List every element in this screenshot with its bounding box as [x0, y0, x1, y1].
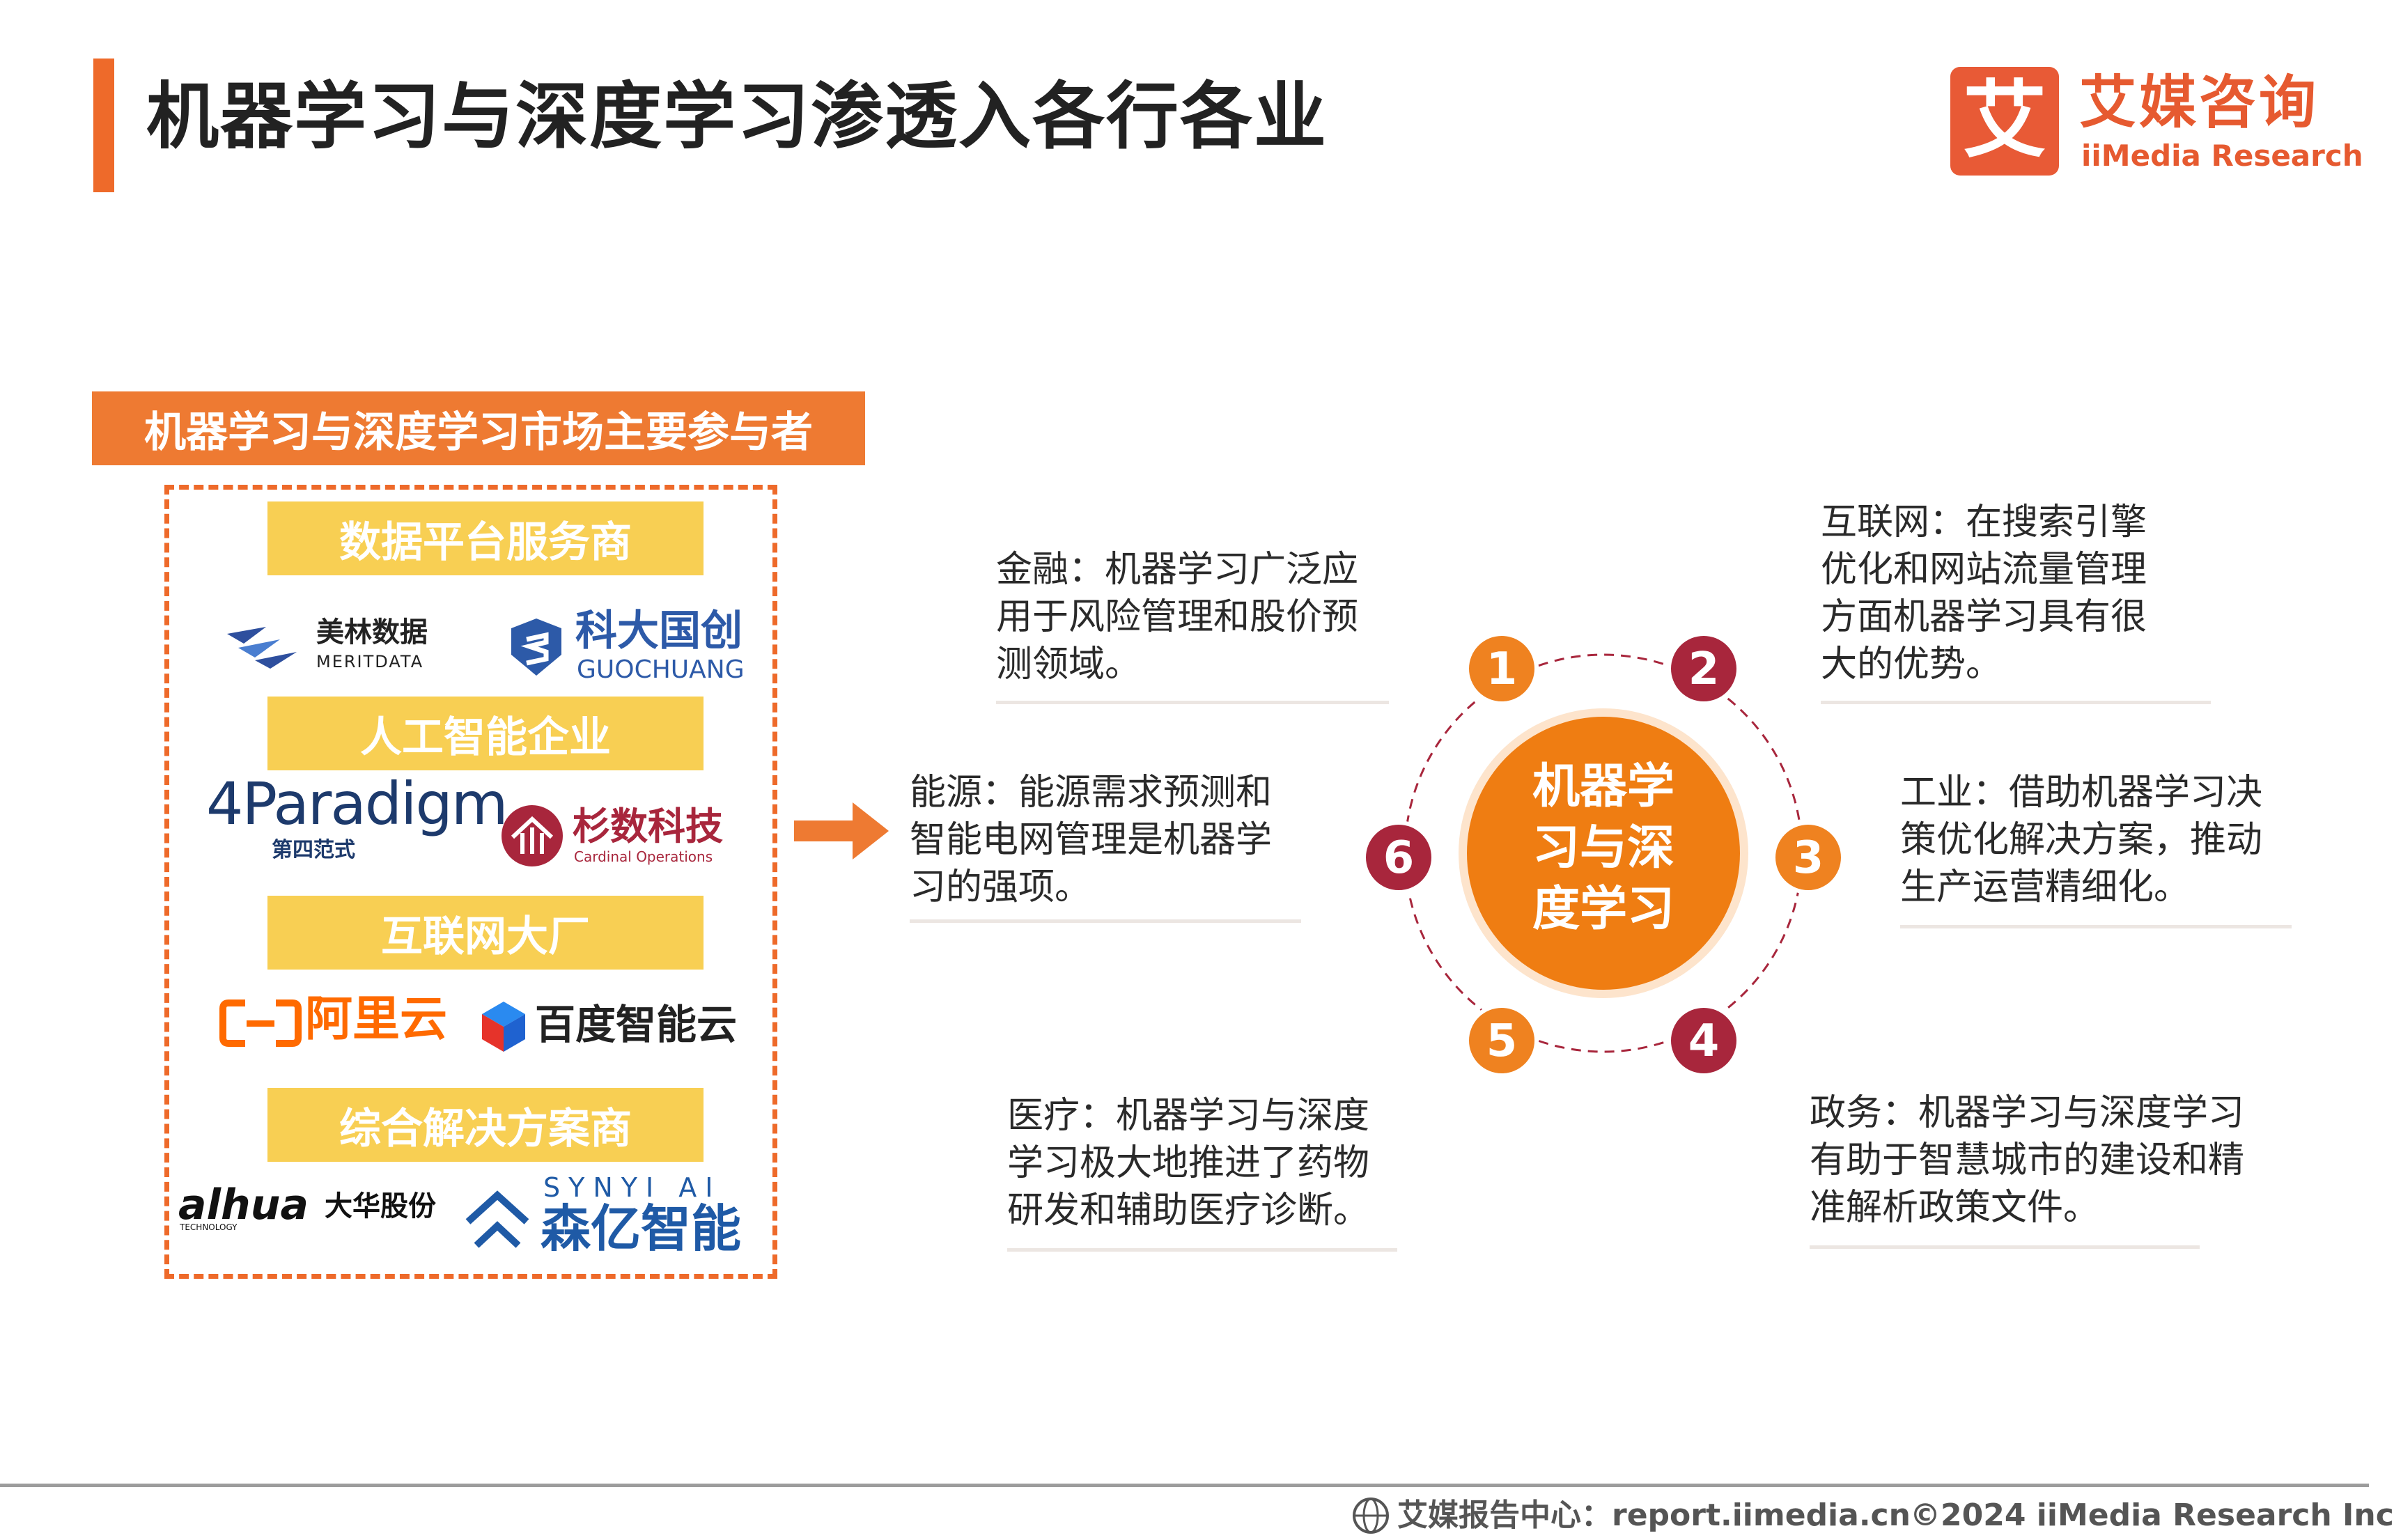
- meritdata-logo-icon: [227, 627, 297, 669]
- desc-energy: 能源：能源需求预测和 智能电网管理是机器学 习的强项。: [910, 769, 1272, 911]
- desc-medical-line: 研发和辅助医疗诊断。: [1007, 1190, 1370, 1231]
- desc-government-line: 准解析政策文件。: [1810, 1187, 2100, 1229]
- desc-finance: 金融：机器学习广泛应 用于风险管理和股价预 测领域。: [996, 546, 1358, 688]
- meritdata-sub: MERITDATA: [316, 652, 424, 671]
- globe-icon: [1353, 1498, 1389, 1534]
- dahua-sub: 大华股份: [325, 1190, 436, 1222]
- desc-finance-line: 金融：机器学习广泛应: [996, 549, 1359, 591]
- brand-name-en: iiMedia Research: [2081, 139, 2363, 173]
- hub-center-line-3: 度学习: [1532, 882, 1674, 937]
- brand-logo-icon: 艾: [1950, 67, 2059, 176]
- desc-internet-line: 互联网：在搜索引擎: [1821, 501, 2147, 543]
- node-6-label: 6: [1383, 832, 1415, 884]
- desc-government: 政务：机器学习与深度学习 有助于智慧城市的建设和精 准解析政策文件。: [1810, 1089, 2244, 1231]
- 4paradigm-sub: 第四范式: [272, 838, 355, 862]
- aliyun-name: 阿里云: [305, 992, 448, 1047]
- participants-header: 机器学习与深度学习市场主要参与者: [92, 391, 865, 465]
- node-3-label: 3: [1793, 832, 1824, 884]
- guochuang-name: 科大国创: [575, 607, 743, 655]
- desc-finance-line: 测领域。: [996, 644, 1142, 685]
- dahua-name: alhua: [178, 1181, 309, 1229]
- desc-energy-line: 能源：能源需求预测和: [910, 772, 1273, 814]
- desc-internet-line: 优化和网站流量管理: [1821, 549, 2147, 591]
- desc-energy-underline: [910, 919, 1301, 923]
- desc-industry-line: 策优化解决方案，推动: [1900, 819, 2263, 861]
- node-2: [1667, 632, 1741, 706]
- meritdata-name: 美林数据: [316, 616, 428, 648]
- desc-government-line: 政务：机器学习与深度学习: [1810, 1092, 2245, 1134]
- desc-internet-line: 大的优势。: [1821, 644, 2003, 685]
- title-accent-bar: [93, 59, 114, 192]
- category-ai-enterprise: 人工智能企业: [267, 697, 704, 770]
- desc-government-underline: [1810, 1245, 2200, 1249]
- guochuang-sub: GUOCHUANG: [577, 655, 745, 684]
- node-5: [1465, 1004, 1539, 1078]
- desc-internet-line: 方面机器学习具有很: [1821, 596, 2147, 638]
- guochuang-logo-icon: [511, 619, 561, 676]
- baidu-cloud-logo-icon: [482, 1002, 525, 1052]
- 4paradigm-name: 4Paradigm: [206, 770, 508, 838]
- hub-center-line-2: 习与深: [1532, 820, 1674, 876]
- node-6: [1362, 820, 1436, 894]
- node-1-label: 1: [1486, 644, 1518, 695]
- dahua-tagline: TECHNOLOGY: [180, 1222, 238, 1232]
- desc-industry-line: 生产运营精细化。: [1900, 866, 2191, 908]
- cardinal-name: 杉数科技: [573, 804, 723, 848]
- desc-finance-underline: [996, 701, 1389, 704]
- desc-medical: 医疗：机器学习与深度 学习极大地推进了药物 研发和辅助医疗诊断。: [1007, 1092, 1369, 1234]
- category-internet-giant: 互联网大厂: [267, 896, 704, 970]
- baidu-cloud-name: 百度智能云: [535, 1001, 738, 1048]
- footer-source: 艾媒报告中心：report.iimedia.cn: [1397, 1498, 1911, 1533]
- footer-divider: [0, 1484, 2369, 1487]
- synyi-logo-icon: [465, 1190, 529, 1248]
- desc-finance-line: 用于风险管理和股价预: [996, 596, 1359, 638]
- node-4-label: 4: [1688, 1016, 1720, 1067]
- participants-box: [164, 485, 777, 1279]
- synyi-name: 森亿智能: [541, 1199, 742, 1258]
- node-1: [1465, 632, 1539, 706]
- page-title: 机器学习与深度学习渗透入各行各业: [146, 74, 1328, 159]
- brand-name-cn: 艾媒咨询: [2079, 70, 2319, 136]
- hub-center-circle: [1467, 717, 1740, 990]
- desc-medical-line: 医疗：机器学习与深度: [1007, 1095, 1370, 1137]
- aliyun-logo-icon: [219, 1000, 302, 1047]
- desc-energy-line: 智能电网管理是机器学: [910, 819, 1273, 861]
- brand-logo-glyph: 艾: [1963, 72, 2046, 169]
- node-2-label: 2: [1688, 644, 1720, 695]
- category-data-platform: 数据平台服务商: [267, 501, 704, 575]
- desc-medical-underline: [1007, 1248, 1397, 1252]
- desc-internet: 互联网：在搜索引擎 优化和网站流量管理 方面机器学习具有很 大的优势。: [1821, 499, 2147, 688]
- desc-industry-line: 工业：借助机器学习决: [1900, 772, 2263, 814]
- node-5-label: 5: [1486, 1016, 1518, 1067]
- cardinal-sub: Cardinal Operations: [574, 848, 713, 865]
- desc-energy-line: 习的强项。: [910, 866, 1091, 908]
- node-4: [1667, 1004, 1741, 1078]
- desc-medical-line: 学习极大地推进了药物: [1007, 1142, 1370, 1184]
- desc-government-line: 有助于智慧城市的建设和精: [1810, 1140, 2245, 1181]
- industry-hub-diagram: 机器学 习与深 度学习 1 2 3 4 5 6: [1362, 632, 1845, 1078]
- desc-internet-underline: [1821, 701, 2211, 704]
- desc-industry: 工业：借助机器学习决 策优化解决方案，推动 生产运营精细化。: [1900, 769, 2262, 911]
- hub-center-line-1: 机器学: [1532, 759, 1674, 814]
- desc-industry-underline: [1900, 925, 2292, 928]
- node-3: [1771, 820, 1845, 894]
- category-solution-provider: 综合解决方案商: [267, 1088, 704, 1162]
- cardinal-logo-icon: [502, 805, 563, 866]
- footer-copyright: ©2024 iiMedia Research Inc: [1910, 1498, 2394, 1533]
- right-arrow-icon: [794, 802, 889, 860]
- synyi-sub: SYNYI AI: [543, 1172, 722, 1203]
